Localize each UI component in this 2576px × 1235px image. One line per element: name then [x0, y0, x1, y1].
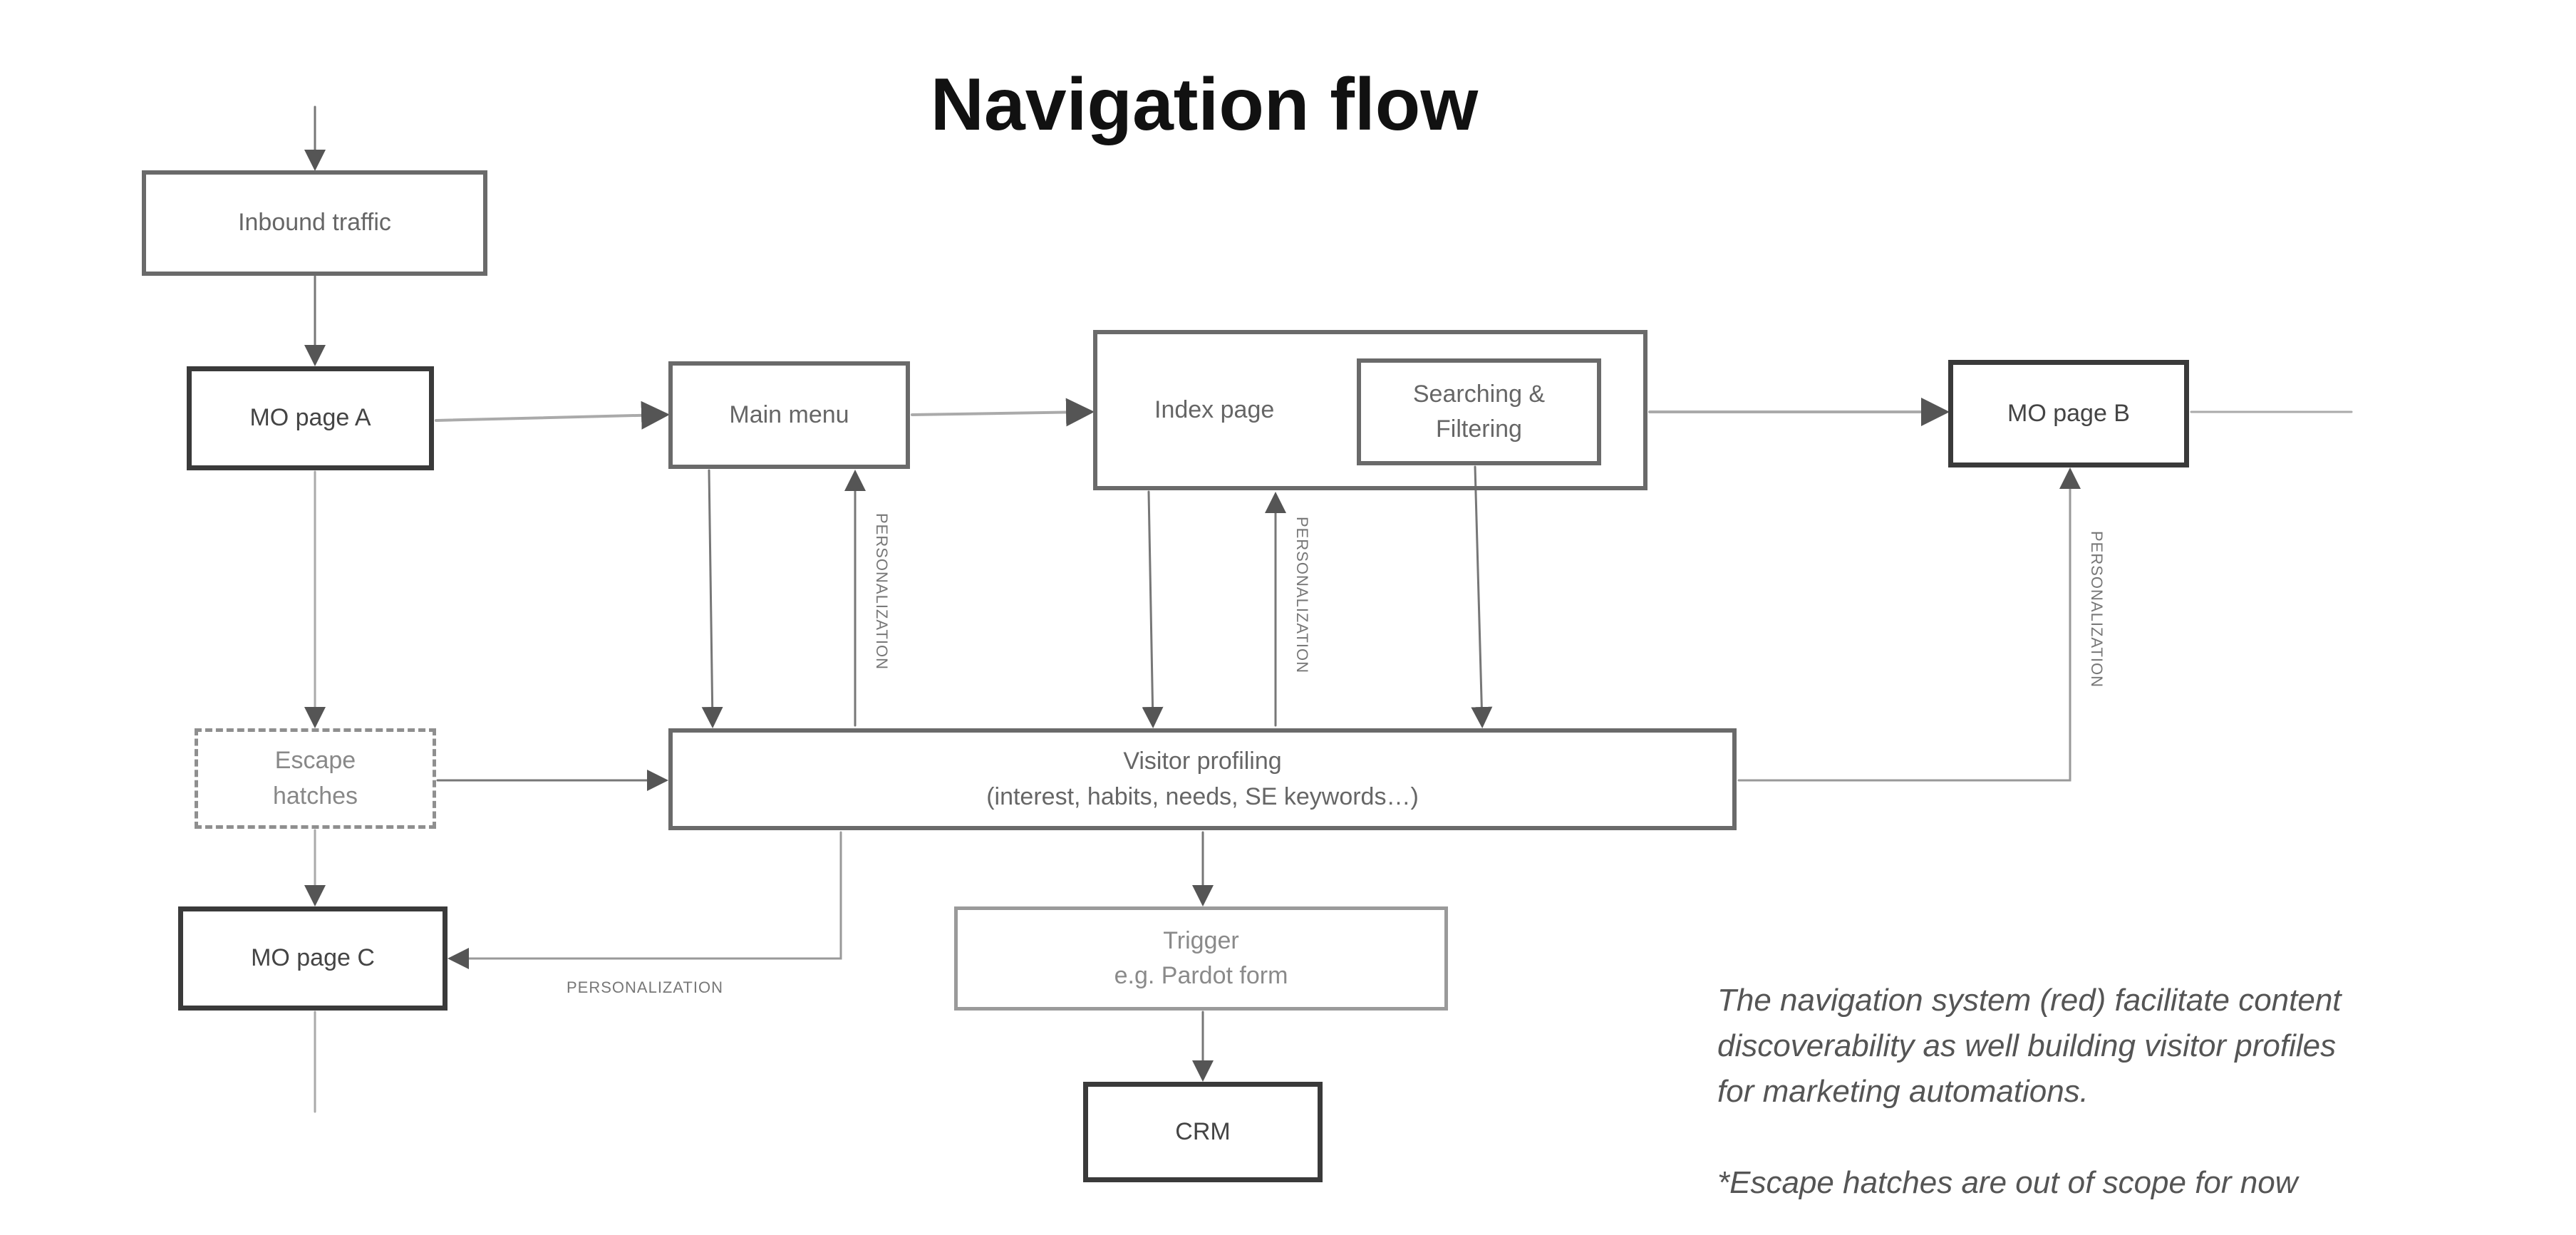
node-crm[interactable]: CRM — [1083, 1082, 1323, 1182]
diagram-title: Navigation flow — [930, 63, 1479, 146]
node-index-page[interactable]: Index page — [1093, 330, 1647, 490]
edge-label-mo-page-b-personalization: personalization — [2088, 531, 2106, 688]
node-mo-page-a[interactable]: MO page A — [187, 366, 434, 470]
edge-index-to-visitor-profiling — [1142, 490, 1164, 728]
node-searching-filtering-label-line2: Filtering — [1436, 415, 1522, 443]
node-searching-filtering[interactable]: Searching & Filtering — [1357, 358, 1601, 465]
node-mo-page-b-label: MO page B — [2007, 399, 2130, 427]
node-main-menu[interactable]: Main menu — [668, 361, 910, 469]
node-escape-hatches-label-line2: hatches — [272, 782, 358, 810]
node-mo-page-c-label: MO page C — [251, 944, 375, 972]
edge-search-filter-to-visitor-profiling — [1471, 465, 1493, 728]
node-crm-label: CRM — [1175, 1117, 1231, 1145]
node-mo-page-b[interactable]: MO page B — [1948, 360, 2189, 467]
diagram-note: The navigation system (red) facilitate c… — [1717, 978, 2451, 1206]
node-trigger-label-line2: e.g. Pardot form — [1114, 962, 1288, 989]
node-searching-filtering-label-line1: Searching & — [1412, 380, 1546, 408]
note-line-1: The navigation system (red) facilitate c… — [1717, 983, 2342, 1018]
edge-visitor-profiling-to-mo-page-b — [1737, 467, 2081, 782]
edge-mo-page-a-to-main-menu — [435, 401, 670, 430]
node-escape-hatches[interactable]: Escape hatches — [195, 728, 436, 829]
node-trigger-label-line1: Trigger — [1163, 926, 1239, 954]
node-visitor-profiling-label-line2: (interest, habits, needs, SE keywords…) — [986, 782, 1419, 810]
node-mo-page-c[interactable]: MO page C — [178, 906, 448, 1011]
node-index-page-label: Index page — [1154, 396, 1275, 423]
note-footnote: *Escape hatches are out of scope for now — [1717, 1165, 2298, 1200]
node-inbound-traffic-label: Inbound traffic — [238, 209, 391, 237]
edge-main-menu-to-index — [911, 398, 1095, 427]
node-mo-page-a-label: MO page A — [249, 404, 371, 432]
node-escape-hatches-label-line1: Escape — [274, 747, 356, 775]
node-main-menu-label: Main menu — [729, 401, 849, 428]
node-visitor-profiling[interactable]: Visitor profiling (interest, habits, nee… — [668, 728, 1737, 830]
node-trigger[interactable]: Trigger e.g. Pardot form — [954, 906, 1448, 1011]
edge-label-main-menu-personalization: personalization — [873, 513, 891, 670]
node-inbound-traffic[interactable]: Inbound traffic — [142, 170, 487, 276]
edge-label-index-personalization: personalization — [1293, 517, 1311, 673]
edge-visitor-profiling-to-mo-page-c — [448, 831, 842, 969]
note-line-2: discoverability as well building visitor… — [1717, 1028, 2337, 1063]
edge-main-menu-to-visitor-profiling — [701, 469, 723, 728]
edge-label-mo-page-c-personalization: personalization — [567, 978, 723, 996]
note-line-3: for marketing automations. — [1717, 1074, 2089, 1109]
node-visitor-profiling-label-line1: Visitor profiling — [1123, 748, 1282, 775]
